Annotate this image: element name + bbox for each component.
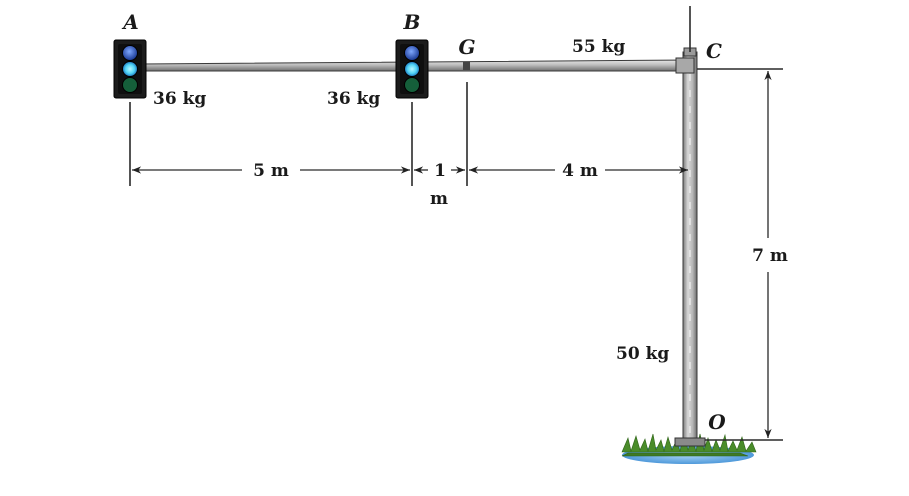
center-of-mass-marker bbox=[463, 62, 470, 70]
point-label-o: O bbox=[708, 410, 726, 434]
mass-label-pole: 50 kg bbox=[616, 344, 669, 364]
mass-label-signal-b: 36 kg bbox=[327, 89, 380, 109]
point-label-a: A bbox=[121, 10, 139, 34]
dim-a-b-label: 5 m bbox=[253, 161, 289, 181]
signal-a bbox=[113, 39, 147, 99]
grass-tuft-icon bbox=[621, 433, 757, 457]
ground bbox=[621, 433, 757, 464]
arm-clamp bbox=[675, 57, 695, 74]
mass-label-signal-a: 36 kg bbox=[153, 89, 206, 109]
pole bbox=[674, 47, 706, 447]
point-label-c: C bbox=[706, 39, 722, 63]
dim-b-g-value: 1 bbox=[434, 161, 446, 181]
dim-b-g-unit: m bbox=[430, 189, 448, 209]
dim-g-c-label: 4 m bbox=[562, 161, 598, 181]
point-label-b: B bbox=[403, 10, 421, 34]
mass-label-arm: 55 kg bbox=[572, 37, 625, 57]
pole-base-plate bbox=[674, 437, 706, 447]
traffic-signal-icon bbox=[395, 39, 429, 99]
dim-g-c: 4 m bbox=[468, 161, 688, 181]
dim-a-b: 5 m bbox=[132, 161, 411, 181]
dim-b-g: 1 m bbox=[413, 161, 466, 209]
dim-pole-height-label: 7 m bbox=[752, 246, 788, 266]
signal-b bbox=[395, 39, 429, 99]
dim-pole-height: 7 m bbox=[752, 71, 788, 439]
point-label-g: G bbox=[458, 35, 475, 59]
traffic-signal-icon bbox=[113, 39, 147, 99]
